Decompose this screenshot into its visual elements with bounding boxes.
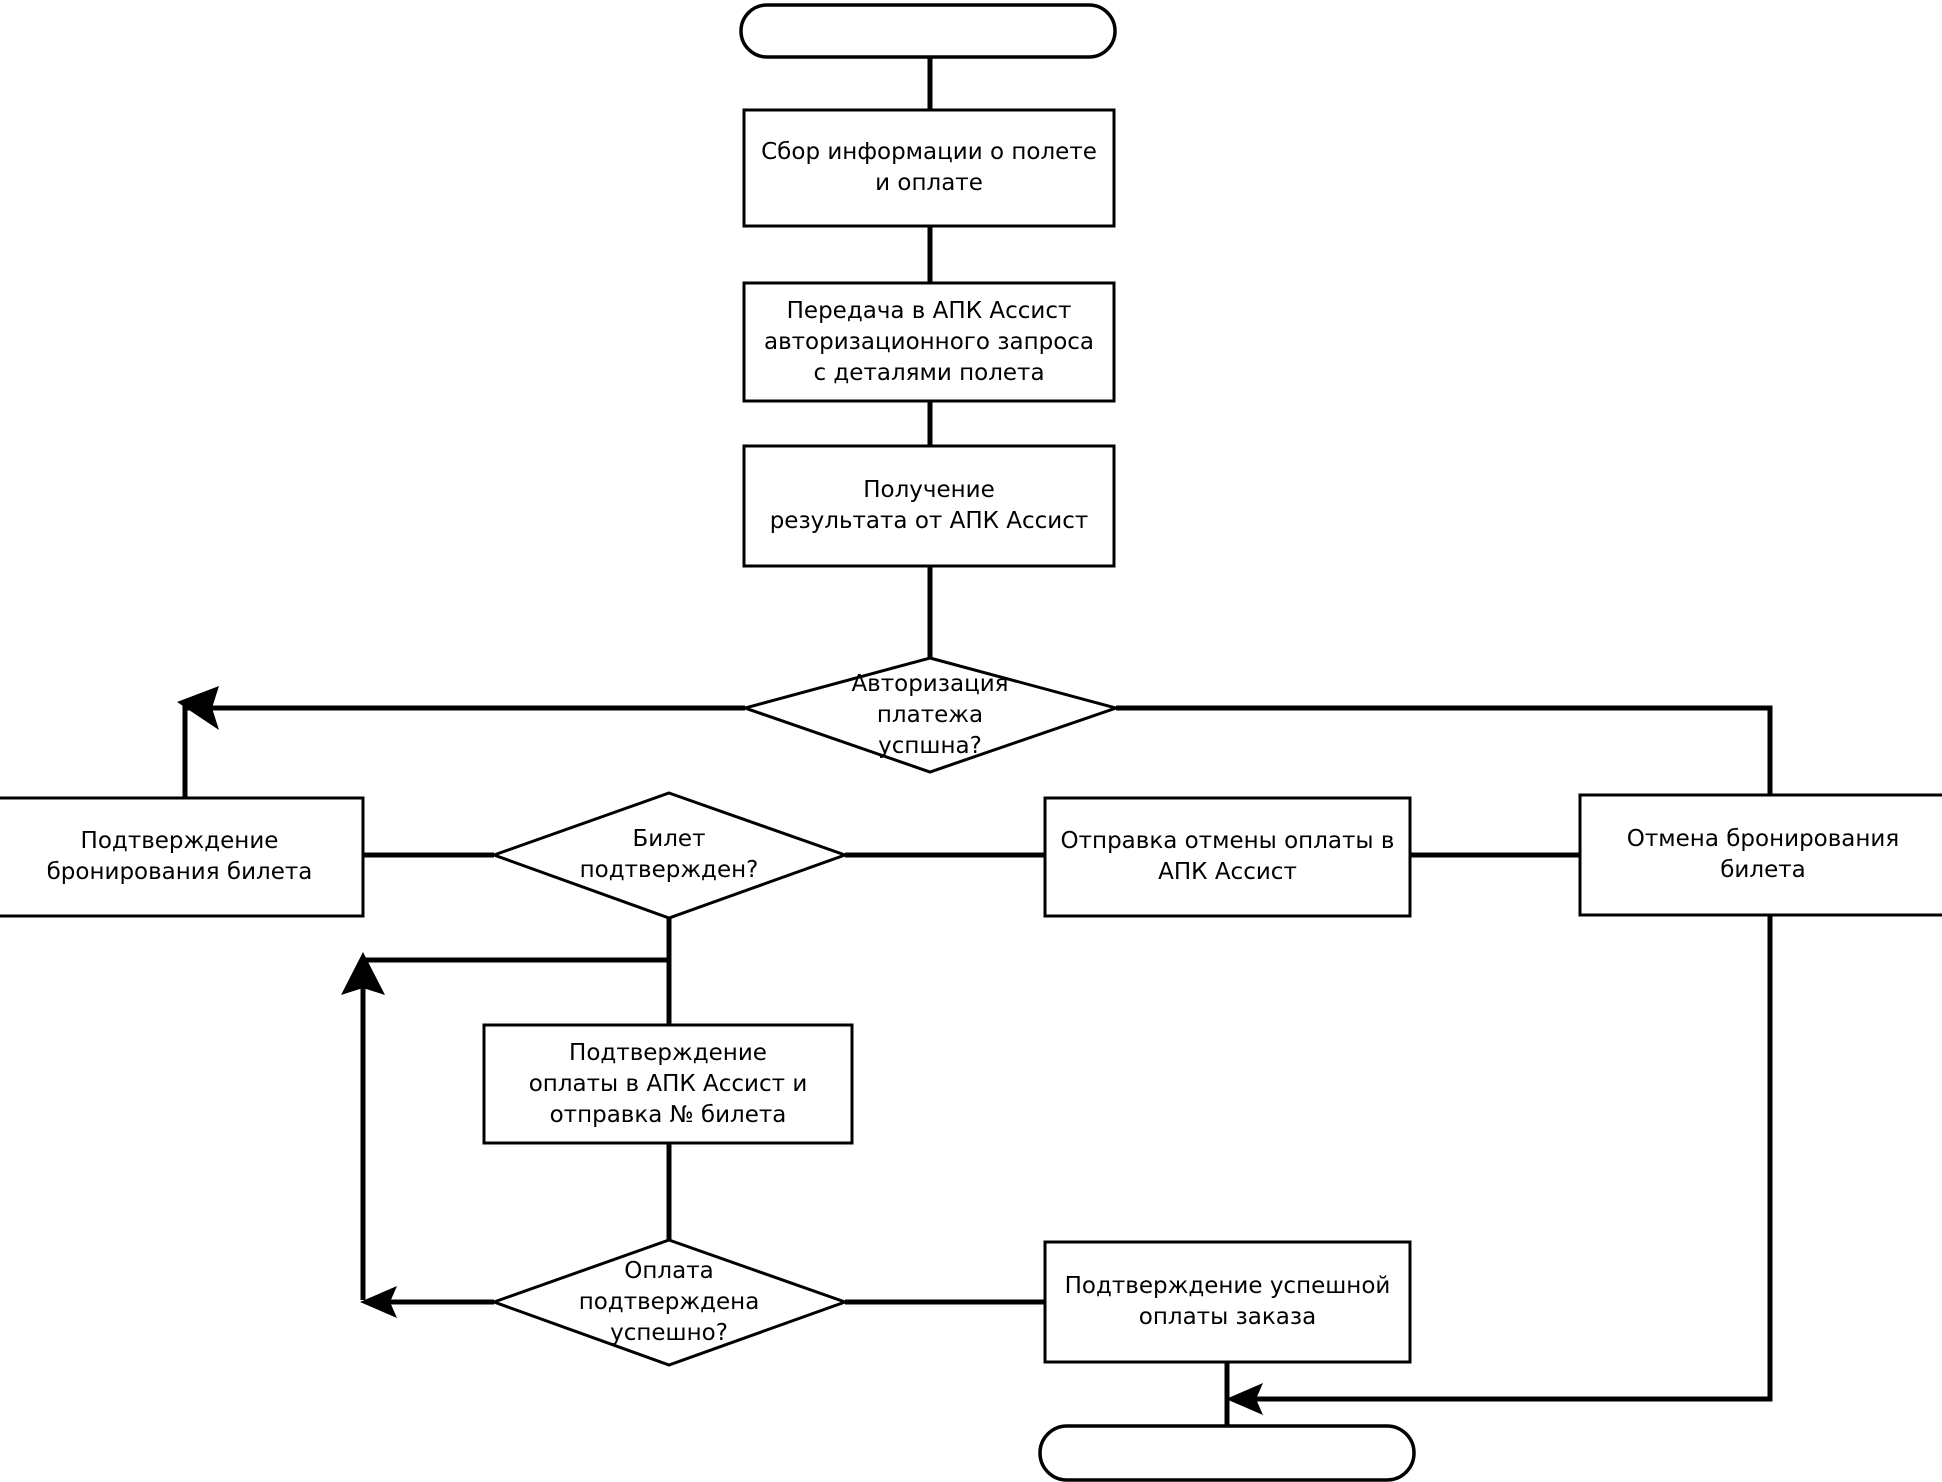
arrowhead-payment-confirmed-to-loop <box>360 1286 397 1318</box>
node-start[interactable] <box>739 3 1117 59</box>
node-confirm-order-paid[interactable] <box>1043 1240 1412 1364</box>
edge-cancel-booking-to-end <box>1245 915 1773 1402</box>
edge-auth-success-no-to-confirm-booking <box>182 705 745 798</box>
arrowhead-cancel-booking-to-end <box>1226 1383 1263 1415</box>
edge-auth-success-yes-to-cancel-booking <box>1116 705 1773 795</box>
node-receive-result[interactable] <box>742 444 1116 568</box>
node-payment-confirmed[interactable] <box>489 1238 850 1367</box>
node-end[interactable] <box>1038 1424 1416 1482</box>
node-send-cancel-payment[interactable] <box>1043 796 1412 918</box>
arrowhead-auth-success-to-confirm-booking <box>177 686 219 730</box>
node-collect-info[interactable] <box>742 108 1116 228</box>
node-confirm-payment[interactable] <box>482 1023 854 1145</box>
node-send-auth-request[interactable] <box>742 281 1116 403</box>
node-cancel-booking[interactable] <box>1578 793 1942 917</box>
node-auth-success[interactable] <box>739 656 1122 774</box>
node-ticket-confirmed[interactable] <box>489 791 850 920</box>
arrowhead-loop-return-up <box>341 952 385 995</box>
node-confirm-booking[interactable] <box>0 796 365 918</box>
